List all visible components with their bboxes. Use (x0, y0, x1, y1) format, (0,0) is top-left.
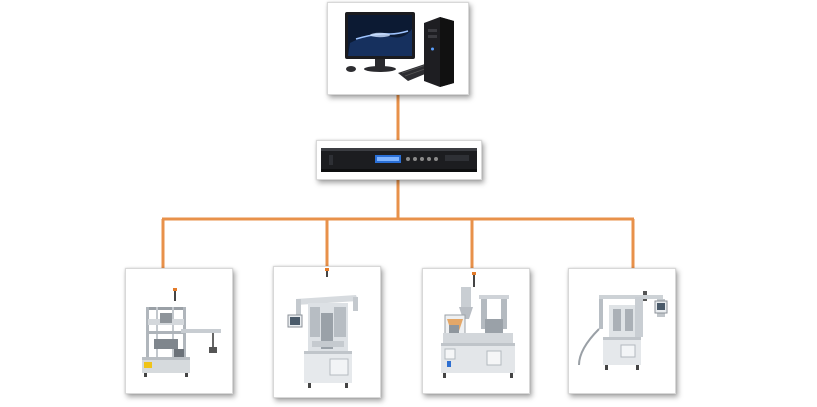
machine-node-1 (125, 268, 233, 394)
machine-node-4 (568, 268, 676, 394)
desktop-computer-icon (345, 12, 454, 87)
capsule-filling-machine-icon (142, 288, 221, 377)
sealing-machine-icon (578, 291, 668, 370)
computer-node (327, 2, 469, 95)
controller-node (316, 140, 482, 180)
machine-node-2 (273, 266, 381, 398)
cup-filling-machine-icon (441, 272, 515, 378)
rack-controller-icon (321, 148, 477, 172)
rotary-filling-machine-icon (287, 268, 358, 388)
machine-node-3 (422, 268, 530, 394)
